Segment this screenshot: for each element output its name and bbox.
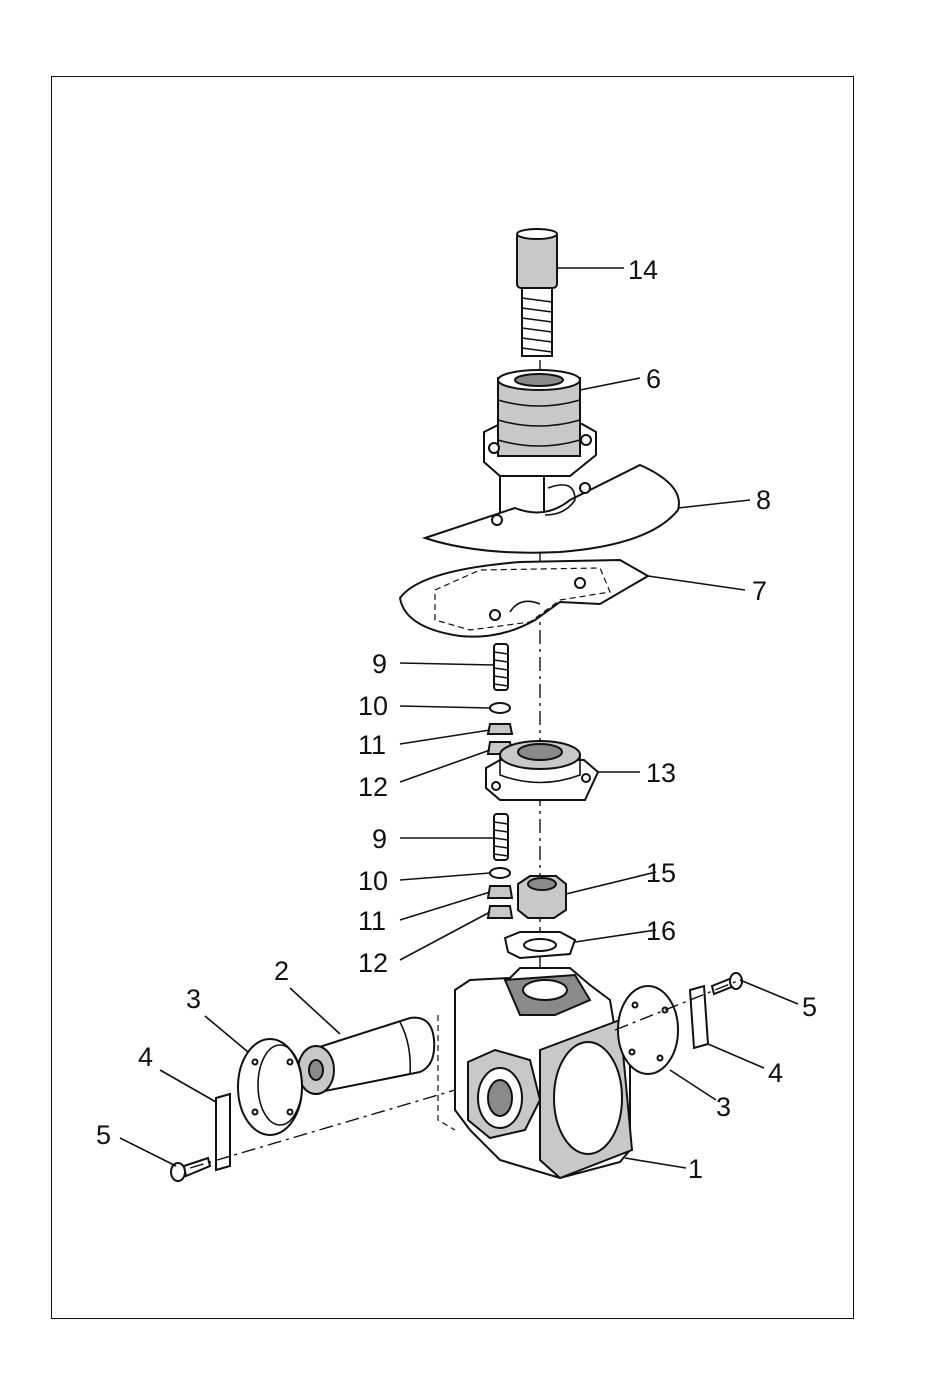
part-14-bolt xyxy=(517,229,557,356)
part-16-tab-washer xyxy=(505,932,575,958)
callout-4-left: 4 xyxy=(138,1042,153,1072)
callout-6: 6 xyxy=(646,364,661,394)
part-11-nut-lower xyxy=(488,886,512,898)
part-9-stud-lower xyxy=(494,814,508,860)
part-12-nut-lower xyxy=(488,906,512,918)
callout-5-left: 5 xyxy=(96,1120,111,1150)
callout-8: 8 xyxy=(756,485,771,515)
callout-2: 2 xyxy=(274,956,289,986)
callout-13: 13 xyxy=(646,758,676,788)
part-4-strap-right xyxy=(690,986,708,1048)
callout-14: 14 xyxy=(628,255,658,285)
callout-10-upper: 10 xyxy=(358,691,388,721)
part-8-upper-plate xyxy=(425,465,679,553)
callout-9-upper: 9 xyxy=(372,649,387,679)
part-3-cover-right xyxy=(618,986,678,1074)
part-1-housing xyxy=(438,968,632,1178)
callout-10-lower: 10 xyxy=(358,866,388,896)
part-6-bearing xyxy=(484,370,596,516)
callout-12-upper: 12 xyxy=(358,772,388,802)
part-9-stud-upper xyxy=(494,644,508,690)
part-10-washer-upper xyxy=(490,703,510,713)
callout-16: 16 xyxy=(646,916,676,946)
part-7-lower-plate xyxy=(400,560,648,637)
callout-3-right: 3 xyxy=(716,1092,731,1122)
part-5-screw-right xyxy=(712,973,742,994)
callout-4-right: 4 xyxy=(768,1058,783,1088)
part-13-flange xyxy=(486,741,598,800)
callout-11-lower: 11 xyxy=(358,906,386,936)
part-5-screw-left xyxy=(171,1158,210,1181)
part-11-nut-upper xyxy=(488,724,512,734)
callout-9-lower: 9 xyxy=(372,824,387,854)
callout-1: 1 xyxy=(688,1154,703,1184)
callout-7: 7 xyxy=(752,576,767,606)
part-10-washer-lower xyxy=(490,868,510,878)
callout-12-lower: 12 xyxy=(358,948,388,978)
part-2-shaft xyxy=(298,1018,434,1094)
callout-11-upper: 11 xyxy=(358,730,386,760)
part-15-hex-nut xyxy=(518,876,566,918)
part-3-cover-left xyxy=(238,1039,302,1135)
callout-5-right: 5 xyxy=(802,992,817,1022)
callout-15: 15 xyxy=(646,858,676,888)
callout-3-left: 3 xyxy=(186,984,201,1014)
